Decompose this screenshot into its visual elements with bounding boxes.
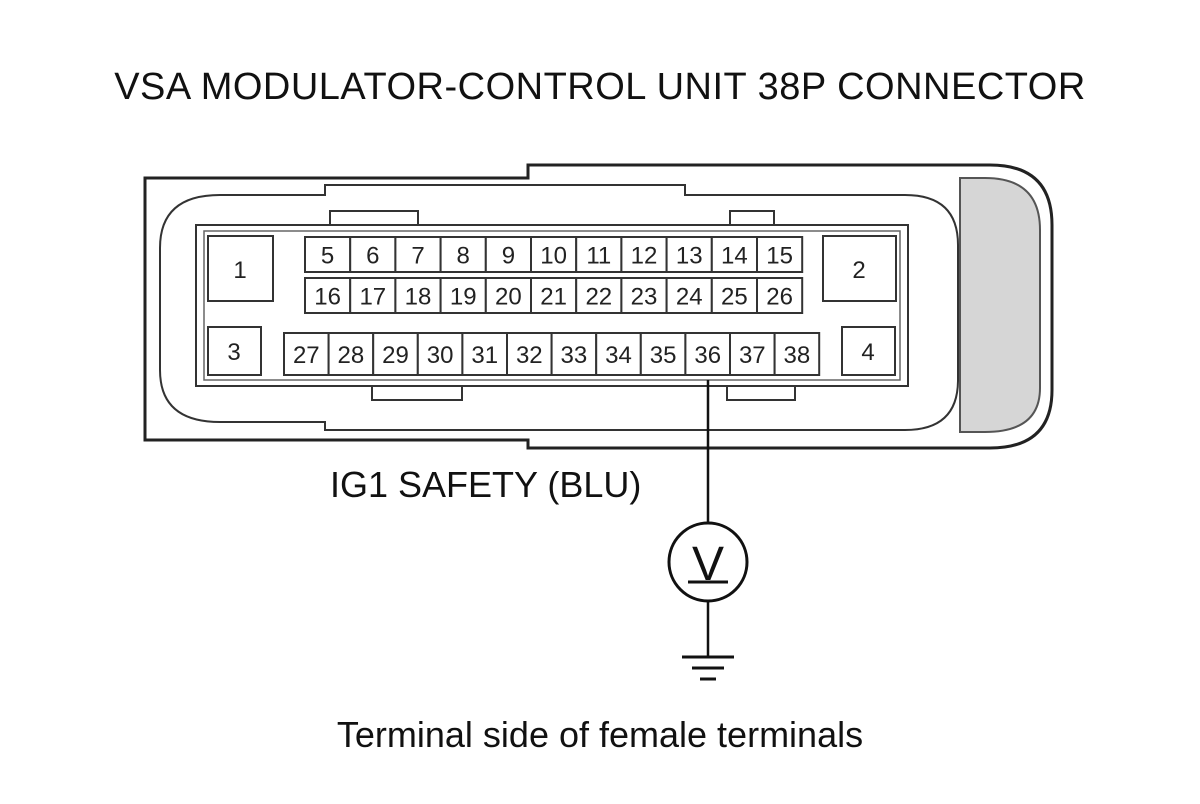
terminal-7: 7 (394, 236, 442, 273)
terminal-20-label: 20 (495, 284, 522, 311)
terminal-24-label: 24 (676, 284, 703, 311)
terminal-30-label: 30 (427, 342, 454, 369)
terminal-33: 33 (550, 332, 598, 376)
terminal-6-label: 6 (366, 243, 379, 270)
voltmeter: V (667, 521, 749, 603)
terminal-11: 11 (575, 236, 623, 273)
terminal-37-label: 37 (739, 342, 766, 369)
terminal-23: 23 (620, 277, 668, 314)
terminal-14-label: 14 (721, 243, 748, 270)
terminal-22-label: 22 (585, 284, 612, 311)
terminal-34: 34 (595, 332, 642, 376)
terminal-31-label: 31 (471, 342, 498, 369)
terminal-2-label: 2 (852, 257, 865, 284)
terminal-2: 2 (822, 235, 897, 302)
terminal-12-label: 12 (631, 243, 658, 270)
terminal-30: 30 (416, 332, 464, 376)
terminal-5-label: 5 (321, 243, 334, 270)
terminal-12: 12 (620, 236, 668, 273)
terminal-5: 5 (304, 236, 352, 273)
terminal-19: 19 (439, 277, 487, 314)
terminal-14: 14 (710, 236, 758, 273)
terminal-13: 13 (665, 236, 713, 273)
terminal-13-label: 13 (676, 243, 703, 270)
terminal-23-label: 23 (631, 284, 658, 311)
terminal-15-label: 15 (766, 243, 793, 270)
terminal-26: 26 (756, 277, 804, 314)
terminal-16: 16 (304, 277, 352, 314)
terminal-15: 15 (756, 236, 804, 273)
terminal-10-label: 10 (540, 243, 567, 270)
terminal-36: 36 (684, 332, 732, 376)
terminal-17: 17 (349, 277, 397, 314)
terminal-1-label: 1 (233, 257, 246, 284)
terminal-35-label: 35 (650, 342, 677, 369)
terminal-16-label: 16 (314, 284, 341, 311)
terminal-17-label: 17 (359, 284, 386, 311)
connector-latch (959, 177, 1041, 433)
key-bottom-left (371, 385, 463, 401)
terminal-grid: 5 6 7 8 9 10 11 12 13 14 15 16 17 18 19 20 21 22 23 24 25 26 2… (283, 236, 821, 376)
terminal-29: 29 (372, 332, 419, 376)
key-top-right (729, 210, 775, 226)
terminal-20: 20 (484, 277, 532, 314)
ground-icon (682, 655, 734, 681)
terminal-24: 24 (665, 277, 713, 314)
terminal-18-label: 18 (405, 284, 432, 311)
terminal-8: 8 (439, 236, 487, 273)
terminal-6: 6 (349, 236, 397, 273)
terminal-32-label: 32 (516, 342, 543, 369)
terminal-21-label: 21 (540, 284, 567, 311)
terminal-29-label: 29 (382, 342, 409, 369)
terminal-18: 18 (394, 277, 442, 314)
diagram-caption: Terminal side of female terminals (336, 714, 864, 755)
terminal-35: 35 (639, 332, 687, 376)
terminal-28: 28 (327, 332, 375, 376)
terminal-38: 38 (773, 332, 821, 376)
terminal-33-label: 33 (561, 342, 588, 369)
terminal-9-label: 9 (502, 243, 515, 270)
terminal-9: 9 (484, 236, 532, 273)
terminal-25: 25 (710, 277, 758, 314)
key-top-left (329, 210, 419, 226)
terminal-3: 3 (207, 326, 262, 376)
terminal-26-label: 26 (766, 284, 793, 311)
terminal-4-label: 4 (861, 339, 874, 366)
terminal-8-label: 8 (457, 243, 470, 270)
terminal-19-label: 19 (450, 284, 477, 311)
terminal-31: 31 (461, 332, 508, 376)
terminal-38-label: 38 (784, 342, 811, 369)
signal-label: IG1 SAFETY (BLU) (330, 464, 642, 505)
terminal-32: 32 (506, 332, 553, 376)
terminal-27-label: 27 (293, 342, 320, 369)
terminal-3-label: 3 (227, 339, 240, 366)
terminal-7-label: 7 (411, 243, 424, 270)
terminal-37: 37 (729, 332, 776, 376)
terminal-28-label: 28 (338, 342, 365, 369)
terminal-25-label: 25 (721, 284, 748, 311)
terminal-1: 1 (207, 235, 274, 302)
terminal-4: 4 (841, 326, 896, 376)
terminal-22: 22 (575, 277, 623, 314)
key-bottom-right (726, 385, 796, 401)
terminal-36-label: 36 (694, 342, 721, 369)
terminal-11-label: 11 (586, 243, 611, 270)
terminal-27: 27 (283, 332, 330, 376)
terminal-21: 21 (530, 277, 578, 314)
diagram-title: VSA MODULATOR-CONTROL UNIT 38P CONNECTOR (114, 66, 1086, 108)
terminal-34-label: 34 (605, 342, 632, 369)
terminal-10: 10 (530, 236, 578, 273)
